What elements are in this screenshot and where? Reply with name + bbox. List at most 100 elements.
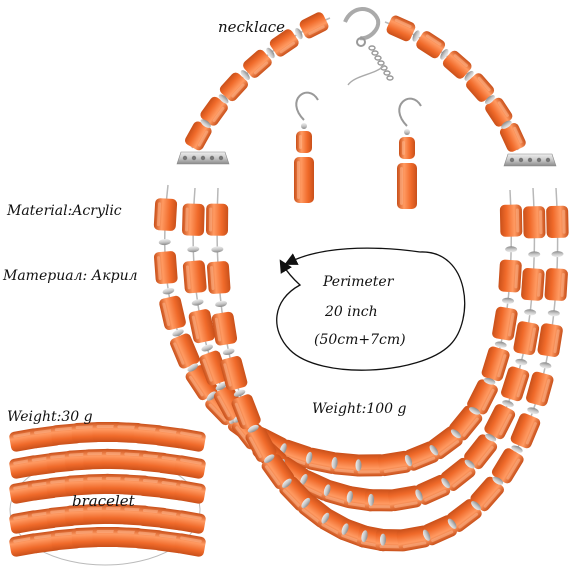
strand-connector [503,153,557,167]
bead-highlight [117,425,140,430]
spacer-body [321,512,330,524]
bead-body [185,365,218,401]
spacer-bead [341,523,349,535]
bracelet-bead [174,428,206,452]
strand-bead [466,73,495,102]
spacer-bead [469,407,481,415]
spacer-body [264,454,275,463]
bead-highlight [515,208,520,233]
spacer-body [551,251,564,258]
spacer-bead [222,348,235,355]
spacer-body [469,407,481,415]
bead-highlight [560,272,565,297]
strand-bead [537,323,563,357]
spacer-body [355,459,362,472]
spacer-body [346,490,353,503]
bead-highlight [117,530,140,535]
spacer-body [501,120,512,129]
connector-hole [509,157,515,163]
spacer-body [301,497,311,509]
strand-bead [440,457,476,491]
bead-body [544,268,568,301]
spacer-body [429,445,439,456]
spacer-bead [447,518,457,529]
bead-highlight [368,505,393,509]
spacer-body [211,246,224,253]
bead-body [296,131,312,153]
bead-body [484,404,516,440]
bead-body [174,510,206,534]
extension-link [368,45,376,51]
strand-bead [159,295,186,330]
bead-highlight [499,413,512,436]
strand-bead [206,261,231,294]
bead-highlight [506,458,521,480]
strand-bead [492,306,518,341]
bead-body [243,49,272,78]
spacer-bead [539,362,552,369]
clasp-ring [356,37,366,47]
connector-hole [518,157,524,163]
bracelet-bead [174,533,206,557]
bead-body [526,371,554,407]
strand-bead [499,123,526,152]
spacer-bead [266,47,275,59]
bead-highlight [96,425,119,428]
bead-highlight [157,256,162,281]
bead-highlight [299,135,302,149]
bead-highlight [508,312,515,337]
spacer-bead [483,377,496,385]
bracelet-bead [174,455,206,479]
bead-highlight [180,483,202,490]
spacer-bead [551,251,564,258]
bead-highlight [264,465,281,486]
spacer-body [505,246,518,253]
necklace-clasp [176,7,557,167]
bead-body [185,121,212,151]
spacer-body [524,309,537,316]
bead-highlight [208,403,227,422]
material-label-en: Material:Acrylic [7,203,122,219]
bead-highlight [162,302,171,327]
bead-body [481,346,510,382]
spacer-bead [511,445,523,453]
strand-bead [245,426,277,462]
spacer-bead [300,473,308,486]
spacer-bead [162,287,175,295]
strand-bead [526,371,554,407]
spacer-body [485,433,497,442]
earrings [294,91,422,209]
spacer-body [404,454,413,467]
strand-bead [387,485,422,512]
bead-highlight [482,388,495,411]
bead-highlight [562,209,566,234]
bead-body [231,394,261,430]
extension-link [386,75,394,81]
spacer-bead [502,297,514,304]
strand-bead [205,203,229,236]
bead-highlight [223,363,232,387]
spacer-body [222,348,235,355]
extension-link [371,50,379,56]
strand-bead [386,15,416,42]
bead-body [399,137,415,159]
bead-highlight [13,431,35,438]
bead-highlight [248,436,262,459]
spacer-body [368,493,375,506]
strand-bead [521,267,545,301]
material-label-ru: Материал: Акрил [3,268,138,284]
bead-highlight [180,458,202,465]
bead-highlight [541,378,551,403]
strand-bead [170,333,200,369]
strand-bead [211,311,238,346]
strand-bead [510,413,541,449]
spacer-body [494,341,507,348]
spacer-body [218,94,229,104]
bead-highlight [75,425,98,430]
spacer-body [323,484,331,497]
spacer-body [415,489,423,501]
spacer-body [464,70,474,81]
bracelet-bead [174,480,206,504]
bead-highlight [431,530,454,543]
bead-body [159,295,186,330]
